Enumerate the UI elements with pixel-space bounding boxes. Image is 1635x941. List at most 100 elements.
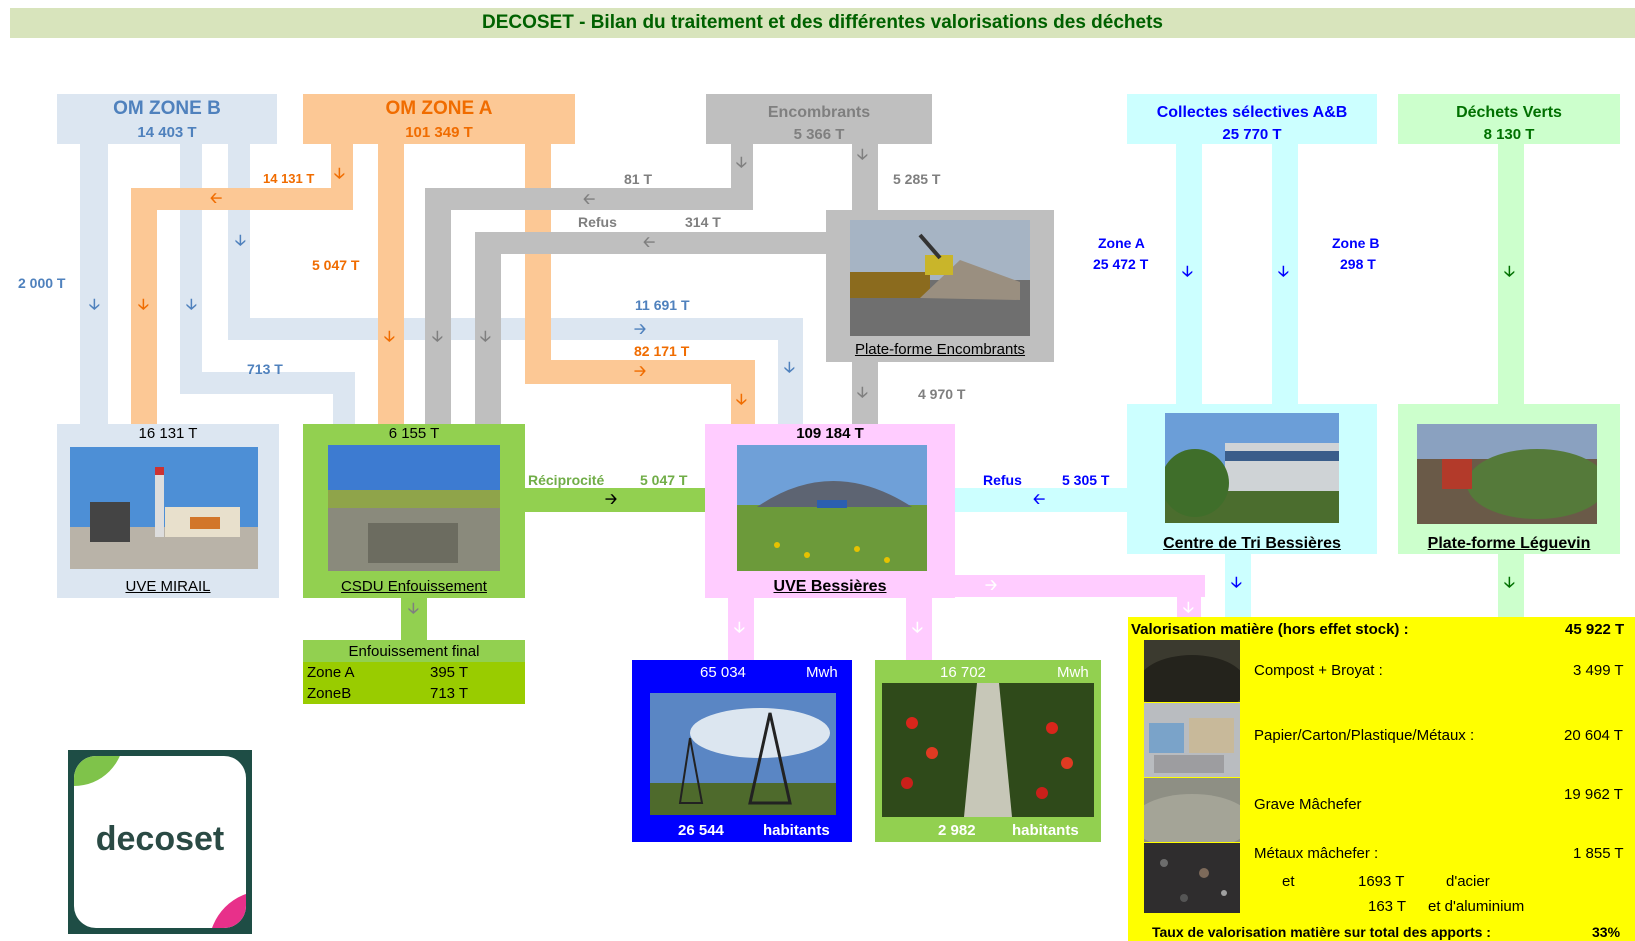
arrow-down-icon: 🡣 <box>432 328 443 345</box>
arrow-down-icon: 🡣 <box>784 359 795 376</box>
title-bar <box>10 8 1635 38</box>
flow-label-refus: Refus <box>578 214 617 230</box>
mirail-name[interactable]: UVE MIRAIL <box>125 578 211 595</box>
enfouissement-row-label: ZoneB <box>307 685 352 702</box>
arrow-down-icon: 🡣 <box>1183 599 1194 616</box>
flow-label-collecte-zone-b: 298 T <box>1340 256 1376 272</box>
enfouissement-row-label: Zone A <box>307 664 355 681</box>
encombrants-box <box>706 94 932 144</box>
energy-thermal-unit: Mwh <box>1057 664 1089 681</box>
logo-text: decoset <box>95 820 225 858</box>
zone-b-band-csdu-v <box>180 144 202 394</box>
arrow-down-icon: 🡣 <box>235 232 246 249</box>
collectes-box <box>1127 94 1377 144</box>
papier-photo <box>1144 703 1240 777</box>
dechets-verts-name: Déchets Verts <box>1456 104 1562 121</box>
flow-label-collecte-zone-b-name: Zone B <box>1332 235 1380 251</box>
enc-band-csdu-h <box>425 188 753 210</box>
zone-a-band-bessieres-h <box>525 360 755 384</box>
bessieres-name[interactable]: UVE Bessières <box>773 578 887 595</box>
arrow-down-icon: 🡣 <box>736 154 747 171</box>
energy-electric-value: 65 034 <box>700 664 746 681</box>
collecte-band-a <box>1176 144 1202 414</box>
arrow-right-icon: 🡢 <box>605 491 618 508</box>
arrow-down-icon: 🡣 <box>912 619 923 636</box>
valorisation-total: 45 922 T <box>1565 621 1625 638</box>
zone-b-band-bessieres-h <box>228 318 803 340</box>
arrow-down-icon: 🡣 <box>186 296 197 313</box>
arrow-down-icon: 🡣 <box>89 296 100 313</box>
platform-band-bessieres <box>852 362 878 424</box>
arrow-down-icon: 🡣 <box>408 600 419 617</box>
arrow-down-icon: 🡣 <box>480 328 491 345</box>
bessieres-out-v1 <box>728 598 754 660</box>
energy-thermal-habitants-label: habitants <box>1012 822 1079 839</box>
valorisation-item-value: 20 604 T <box>1564 727 1623 744</box>
energy-electric-habitants-label: habitants <box>763 822 830 839</box>
collecte-band-b <box>1272 144 1298 414</box>
flow-label-platform-bessieres: 4 970 T <box>918 386 966 402</box>
dechets-verts-box <box>1398 94 1620 144</box>
arrow-down-icon: 🡣 <box>1504 574 1515 591</box>
flow-label-collecte-zone-a: 25 472 T <box>1093 256 1149 272</box>
flow-label-collecte-zone-a-name: Zone A <box>1098 235 1145 251</box>
arrow-down-icon: 🡣 <box>734 619 745 636</box>
centre-tri-out-band <box>1225 554 1251 624</box>
zone-a-band-bessieres-v2 <box>731 360 755 424</box>
csdu-photo <box>328 445 500 571</box>
flow-label-reciprocite-name: Réciprocité <box>528 472 605 488</box>
arrow-right-icon: 🡢 <box>985 577 998 594</box>
mirail-photo <box>70 447 258 569</box>
valorisation-item-label: Métaux mâchefer : <box>1254 845 1379 862</box>
valorisation-item-value: 19 962 T <box>1564 786 1623 803</box>
plateforme-encombrants-name[interactable]: Plate-forme Encombrants <box>854 341 1026 358</box>
dechets-verts-tonnage: 8 130 T <box>1483 126 1535 143</box>
valorisation-item-value: 3 499 T <box>1573 662 1624 679</box>
valorisation-item-label: Papier/Carton/Plastique/Métaux : <box>1254 727 1475 744</box>
energy-thermal-value: 16 702 <box>940 664 986 681</box>
zone-b-band-bessieres-v2 <box>778 318 803 424</box>
metaux-acier-value: 1693 T <box>1358 873 1405 890</box>
arrow-down-icon: 🡣 <box>1231 574 1242 591</box>
flow-label-enc-platform: 5 285 T <box>893 171 941 187</box>
refus-band-h <box>475 232 835 254</box>
arrow-down-icon: 🡣 <box>384 328 395 345</box>
zone-b-band-mirail <box>80 144 108 424</box>
energy-thermal-habitants: 2 982 <box>938 822 976 839</box>
encombrants-name: Encombrants <box>767 104 871 121</box>
csdu-name[interactable]: CSDU Enfouissement <box>341 578 487 595</box>
valorisation-item-label: Compost + Broyat : <box>1254 662 1383 679</box>
bessieres-tonnage: 109 184 T <box>796 425 864 442</box>
om-zone-a-tonnage: 101 349 T <box>405 124 473 141</box>
arrow-down-icon: 🡣 <box>736 391 747 408</box>
enfouissement-row-value: 395 T <box>430 664 469 681</box>
arrow-down-icon: 🡣 <box>1504 263 1515 280</box>
arrow-down-icon: 🡣 <box>1182 263 1193 280</box>
dv-band <box>1498 144 1524 414</box>
metaux-acier-label: d'acier <box>1446 873 1490 890</box>
bessieres-out-v3 <box>1177 575 1201 624</box>
flow-label-zone-b-csdu: 713 T <box>247 361 283 377</box>
arrow-left-icon: 🡠 <box>643 234 656 251</box>
mirail-tonnage: 16 131 T <box>138 425 198 442</box>
bessieres-out-v2 <box>906 598 932 660</box>
pylons-photo <box>650 693 836 815</box>
zone-b-band-csdu-v2 <box>333 372 355 424</box>
zone-a-band-mirail-v <box>331 144 353 210</box>
centre-tri-photo <box>1165 413 1339 523</box>
centre-tri-name[interactable]: Centre de Tri Bessières <box>1163 535 1341 552</box>
leguevin-out-band <box>1498 554 1524 624</box>
csdu-out-band <box>401 598 427 640</box>
flow-label-reciprocite: 5 047 T <box>640 472 688 488</box>
arrow-left-icon: 🡠 <box>210 190 223 207</box>
om-zone-a-name: OM ZONE A <box>385 98 493 119</box>
bessieres-photo <box>737 445 927 571</box>
energy-electric-unit: Mwh <box>806 664 838 681</box>
csdu-tonnage: 6 155 T <box>388 425 440 442</box>
flow-label-zone-a-mirail: 14 131 T <box>263 171 315 186</box>
metaux-alu-label: et d'aluminium <box>1428 898 1525 915</box>
flow-label-enc-csdu: 81 T <box>624 171 653 187</box>
taux-value: 33% <box>1592 924 1621 940</box>
refus-tri-band <box>955 488 1127 512</box>
leguevin-name[interactable]: Plate-forme Léguevin <box>1427 535 1591 552</box>
